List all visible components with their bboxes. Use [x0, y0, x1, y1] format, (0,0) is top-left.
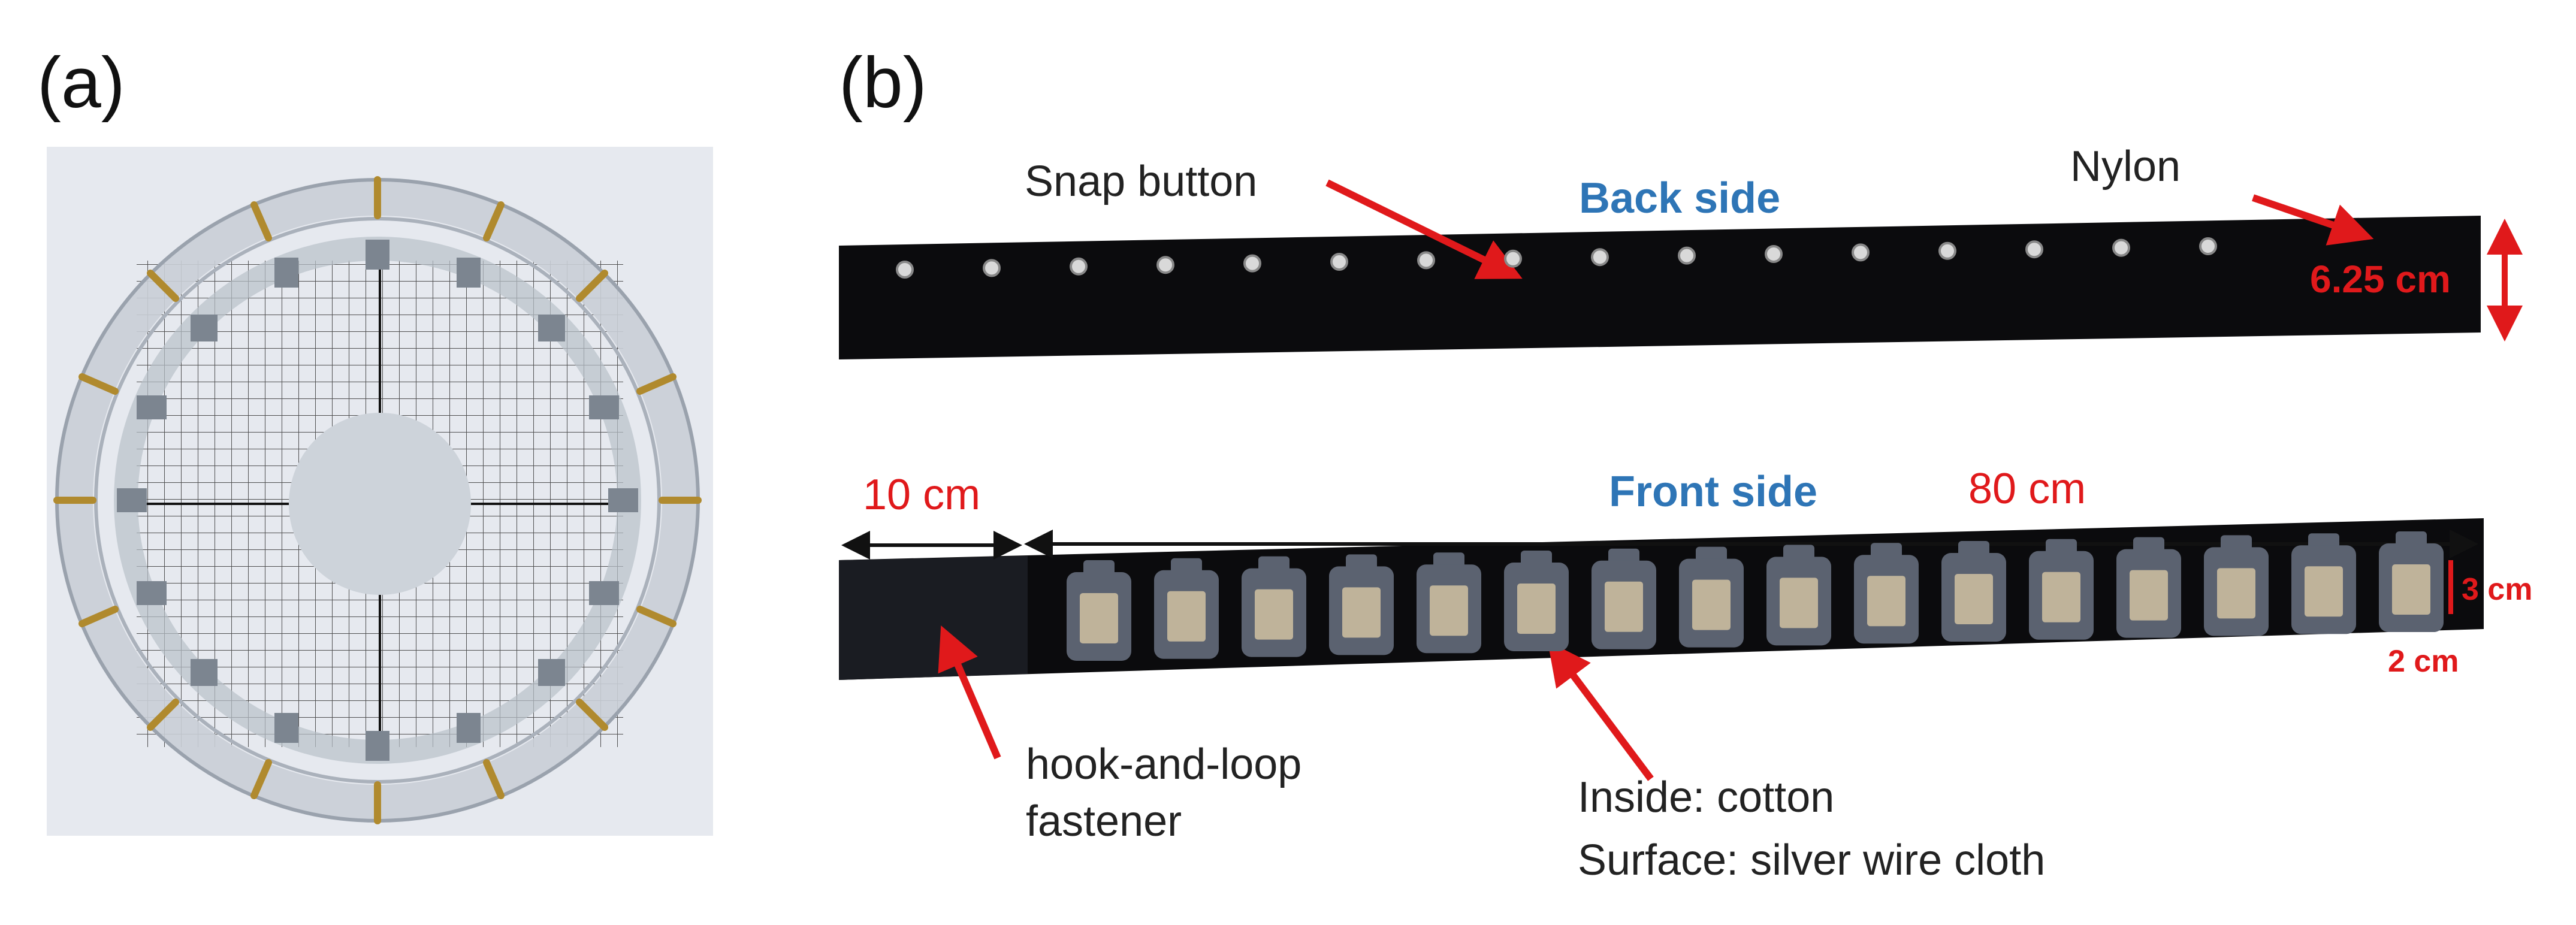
snap-buttons [896, 237, 2217, 279]
snap-button [1591, 248, 1609, 267]
back-strap [839, 216, 2481, 359]
electrode-pad [1941, 541, 2006, 642]
electrode-pad [1329, 554, 1394, 655]
snap-button [2112, 238, 2130, 257]
phantom-photo [47, 147, 713, 836]
snap-button [1070, 257, 1088, 276]
pad-width-label: 2 cm [2388, 644, 2459, 679]
fastener-label-2: fastener [1026, 797, 1182, 845]
snap-button [1938, 241, 1956, 260]
snap-button-label: Snap button [1025, 158, 1258, 205]
snap-button [983, 259, 1001, 277]
electrode-pad [1242, 556, 1306, 657]
electrode-pad [1504, 551, 1569, 651]
length-long-label: 80 cm [1968, 465, 2086, 513]
electrode-pad [1417, 552, 1481, 654]
snap-button [1678, 246, 1696, 265]
electrode-pad [2116, 537, 2181, 638]
material-label-1: Inside: cotton [1578, 773, 1835, 821]
snap-button [2025, 240, 2043, 259]
electrode-pad [1766, 545, 1831, 646]
snap-arrow [1325, 179, 1523, 279]
snap-button [1765, 245, 1783, 263]
electrode-pad [2029, 539, 2094, 640]
electrode-pad [1854, 543, 1919, 644]
snap-button [1243, 254, 1261, 273]
material-label-2: Surface: silver wire cloth [1578, 836, 2046, 884]
front-side-title: Front side [1609, 468, 1818, 516]
panel-a-label: (a) [37, 43, 125, 123]
snap-button [1504, 249, 1522, 268]
electrode-pad [1591, 548, 1656, 649]
length-short-label: 10 cm [863, 471, 981, 519]
electrode-pad [2291, 533, 2356, 634]
width-label: 6.25 cm [2310, 258, 2451, 301]
snap-button [2199, 237, 2217, 255]
snap-button [1852, 243, 1870, 262]
snap-button [1330, 253, 1348, 271]
electrode-pads [1067, 531, 2444, 661]
fastener-label-1: hook-and-loop [1026, 740, 1302, 788]
back-side-title: Back side [1579, 174, 1781, 222]
electrode-pad [2204, 535, 2269, 636]
snap-button [1417, 251, 1435, 270]
fastener-area [839, 556, 1028, 680]
snap-button [896, 261, 914, 279]
panel-b-label: (b) [839, 43, 927, 123]
fastener-arrow [938, 625, 1001, 760]
electrode-pad [1154, 558, 1219, 659]
nylon-arrow [2252, 194, 2374, 246]
pad-height-label: 3 cm [2462, 572, 2533, 607]
snap-button [1156, 256, 1174, 274]
electrode-pad [1067, 560, 1131, 661]
electrode-pad [2379, 531, 2444, 632]
phantom-illustration [47, 147, 713, 836]
pad-arrow [1547, 641, 1654, 781]
nylon-label: Nylon [2070, 143, 2181, 191]
electrode-pad [1679, 546, 1744, 648]
